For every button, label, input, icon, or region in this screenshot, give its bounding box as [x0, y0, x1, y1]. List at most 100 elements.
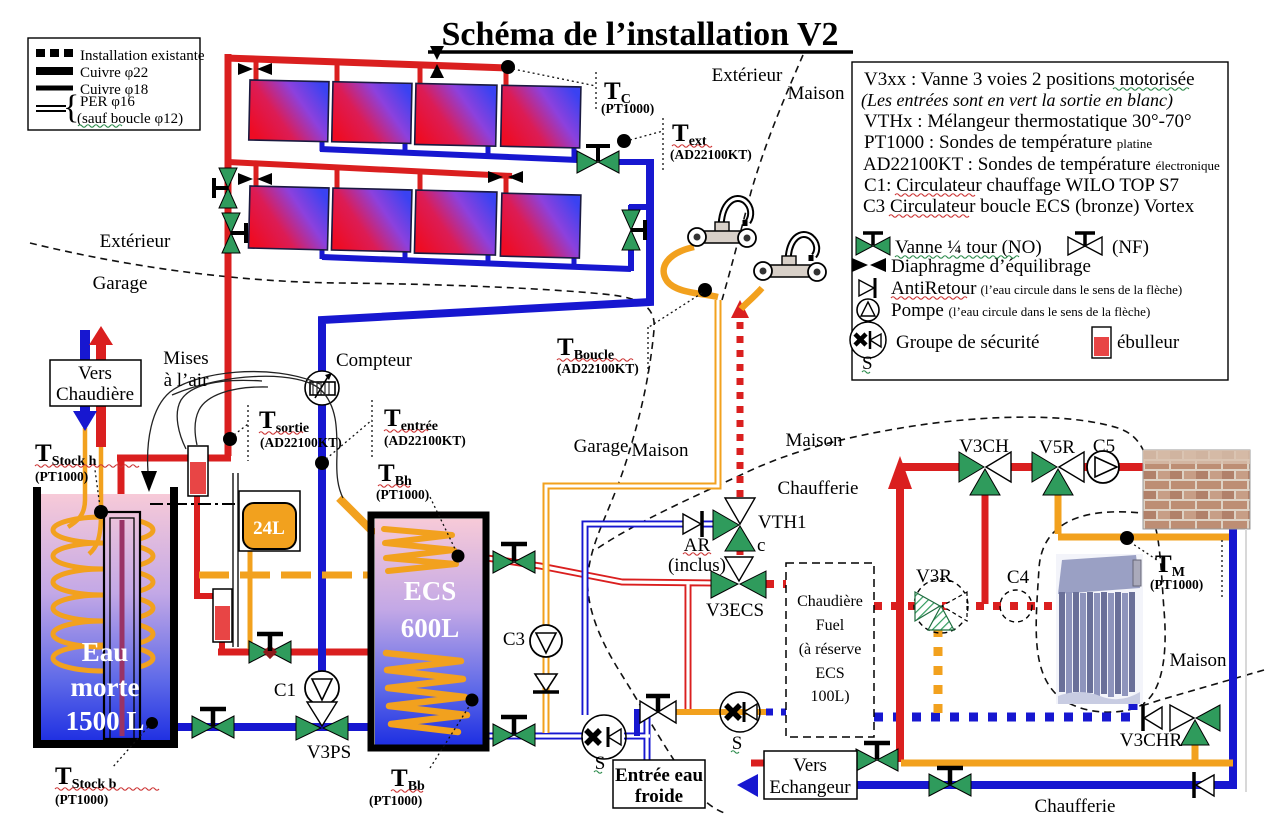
label-v5r: V5R	[1039, 437, 1075, 458]
label-v3ecs: V3ECS	[706, 600, 764, 621]
sensor-dot-tstockh	[94, 505, 108, 519]
label-tbh: TBh	[378, 460, 412, 489]
diaphragme-icon	[488, 171, 523, 183]
sensor-dot-text	[617, 134, 631, 148]
label-tbb: TBb	[391, 765, 425, 794]
solar-panel	[247, 185, 330, 251]
valve-v3r	[913, 578, 969, 634]
valve-riser-2	[221, 212, 248, 254]
legend-cuivre22-label: Cuivre φ22	[80, 65, 148, 81]
boundary-exterieur-maison	[721, 54, 804, 301]
tank-eau-morte-walls	[33, 487, 178, 748]
valve-vth1	[712, 497, 757, 552]
info-line-5: AD22100KT : Sondes de température électr…	[863, 154, 1220, 175]
air-vent-curves	[141, 370, 344, 499]
solar-panel	[413, 189, 498, 256]
ebulleur-1	[187, 445, 209, 497]
label-tsortie-ref: (AD22100KT)	[260, 435, 342, 450]
solar-array-row2	[247, 185, 582, 259]
air-vent-arrow	[141, 471, 157, 492]
legend-diaphragme-icon	[852, 258, 886, 272]
valve-ar	[682, 511, 704, 537]
box-vers-chaudiere: Vers Chaudière	[49, 359, 142, 407]
chaufferie-circuit	[737, 456, 1237, 797]
box-chaudiere-fuel: Chaudière Fuel (à réserve ECS 100L)	[785, 562, 875, 738]
label-v3ps: V3PS	[307, 742, 351, 763]
valve-v5r	[1031, 450, 1085, 496]
valve-v3ecs	[710, 556, 767, 599]
valve-row2-return	[621, 209, 647, 251]
tank-ecs: ECS 600L	[367, 511, 490, 752]
label-compteur: Compteur	[336, 350, 413, 371]
legend-pompe-icon	[856, 298, 880, 322]
groupe-securite-2	[719, 691, 761, 733]
legend-box: Installation existante Cuivre φ22 Cuivre…	[27, 37, 205, 131]
tank-eau-morte-label-2: morte	[71, 672, 140, 702]
vers-chaudiere-label-2: Chaudière	[56, 384, 134, 405]
pipe-blue-row2-return	[321, 254, 632, 272]
box-entree-eau-froide: Entrée eau froide	[612, 759, 706, 809]
legend-antiretour-label: AntiRetour(l’eau circule dans le sens de…	[891, 278, 1182, 299]
valve-blue-bottom	[928, 765, 972, 797]
pipe-red-row2-supply	[227, 159, 513, 179]
sensor-dot-tsortie	[223, 432, 237, 446]
tank-ecs-coil-bottom	[382, 649, 471, 736]
label-tbb-ref: (PT1000)	[369, 793, 422, 808]
sensor-dot-tentree	[315, 456, 329, 470]
label-mises-1: Mises	[163, 348, 208, 369]
zone-garage-left: Garage	[93, 273, 148, 294]
legend-groupe-icon	[849, 321, 887, 359]
tap-2	[753, 230, 827, 282]
groupe-securite-1	[581, 714, 627, 760]
label-tm: TM	[1155, 551, 1185, 580]
capillary-lines	[232, 473, 239, 647]
pump-c4	[999, 589, 1033, 623]
label-tboucle-ref: (AD22100KT)	[557, 361, 639, 376]
tank-eau-morte-label-3: 1500 L	[66, 706, 145, 736]
pump-c1	[304, 670, 340, 706]
zone-exterieur-left: Extérieur	[100, 231, 171, 252]
legend-vanne-no-icon	[855, 231, 891, 256]
arrow-red-up-taps	[731, 300, 749, 318]
label-vth1: VTH1	[758, 512, 807, 533]
box-vers-echangeur: Vers Echangeur	[763, 750, 858, 800]
pipe-blue-row1-return	[319, 146, 579, 163]
valve-red-ecs	[248, 631, 292, 664]
valve-blue-main	[191, 706, 235, 739]
vers-echangeur-label-2: Echangeur	[769, 777, 851, 798]
label-ar: AR	[684, 535, 711, 556]
chaudiere-fuel-label-2: Fuel	[816, 617, 845, 634]
tank-eau-morte: Eau morte 1500 L	[33, 428, 178, 748]
solar-panel	[499, 192, 582, 259]
radiator-bubble	[1035, 511, 1166, 713]
label-tm-ref: (PT1000)	[1150, 577, 1203, 592]
zone-chaufferie: Chaufferie	[778, 478, 859, 499]
label-tc: TC	[604, 78, 631, 107]
tank-eau-morte-label-1: Eau	[82, 637, 129, 667]
sensor-labels: TC (PT1000) Text (AD22100KT) TBoucle (AD…	[34, 78, 1203, 808]
tank-eau-morte-tube	[102, 510, 142, 741]
legend-diaphragme-label: Diaphragme d’équilibrage	[891, 256, 1091, 277]
label-c3: C3	[503, 629, 525, 650]
pump-c3	[529, 624, 563, 658]
info-line-1: V3xx : Vanne 3 voies 2 positions motoris…	[864, 69, 1195, 90]
ebulleur-2	[212, 588, 233, 643]
label-mises-2: à l’air	[164, 370, 210, 391]
page-title: Schéma de l’installation V2	[441, 16, 838, 53]
label-tc-ref: (PT1000)	[601, 101, 654, 116]
tank-ecs-coil-top	[381, 526, 459, 574]
taps-loop	[660, 243, 765, 312]
legend-groupe-label: Groupe de sécurité	[896, 332, 1040, 353]
label-s2: S	[732, 733, 743, 754]
pipe-orange-boucle	[660, 243, 765, 312]
sensor-dot-tboucle	[698, 283, 712, 297]
legend-vanne-no-label: Vanne ¼ tour (NO)	[895, 237, 1042, 258]
label-c5: C5	[1093, 436, 1115, 457]
tank-ecs-border	[367, 511, 490, 752]
legend-cuivre18-label: Cuivre φ18	[80, 82, 148, 98]
valve-ecs-cold	[492, 714, 536, 747]
expansion-vessel-24l: 24L	[238, 490, 301, 552]
valve-echangeur-orange	[855, 740, 899, 772]
valve-v3ps	[295, 701, 349, 741]
